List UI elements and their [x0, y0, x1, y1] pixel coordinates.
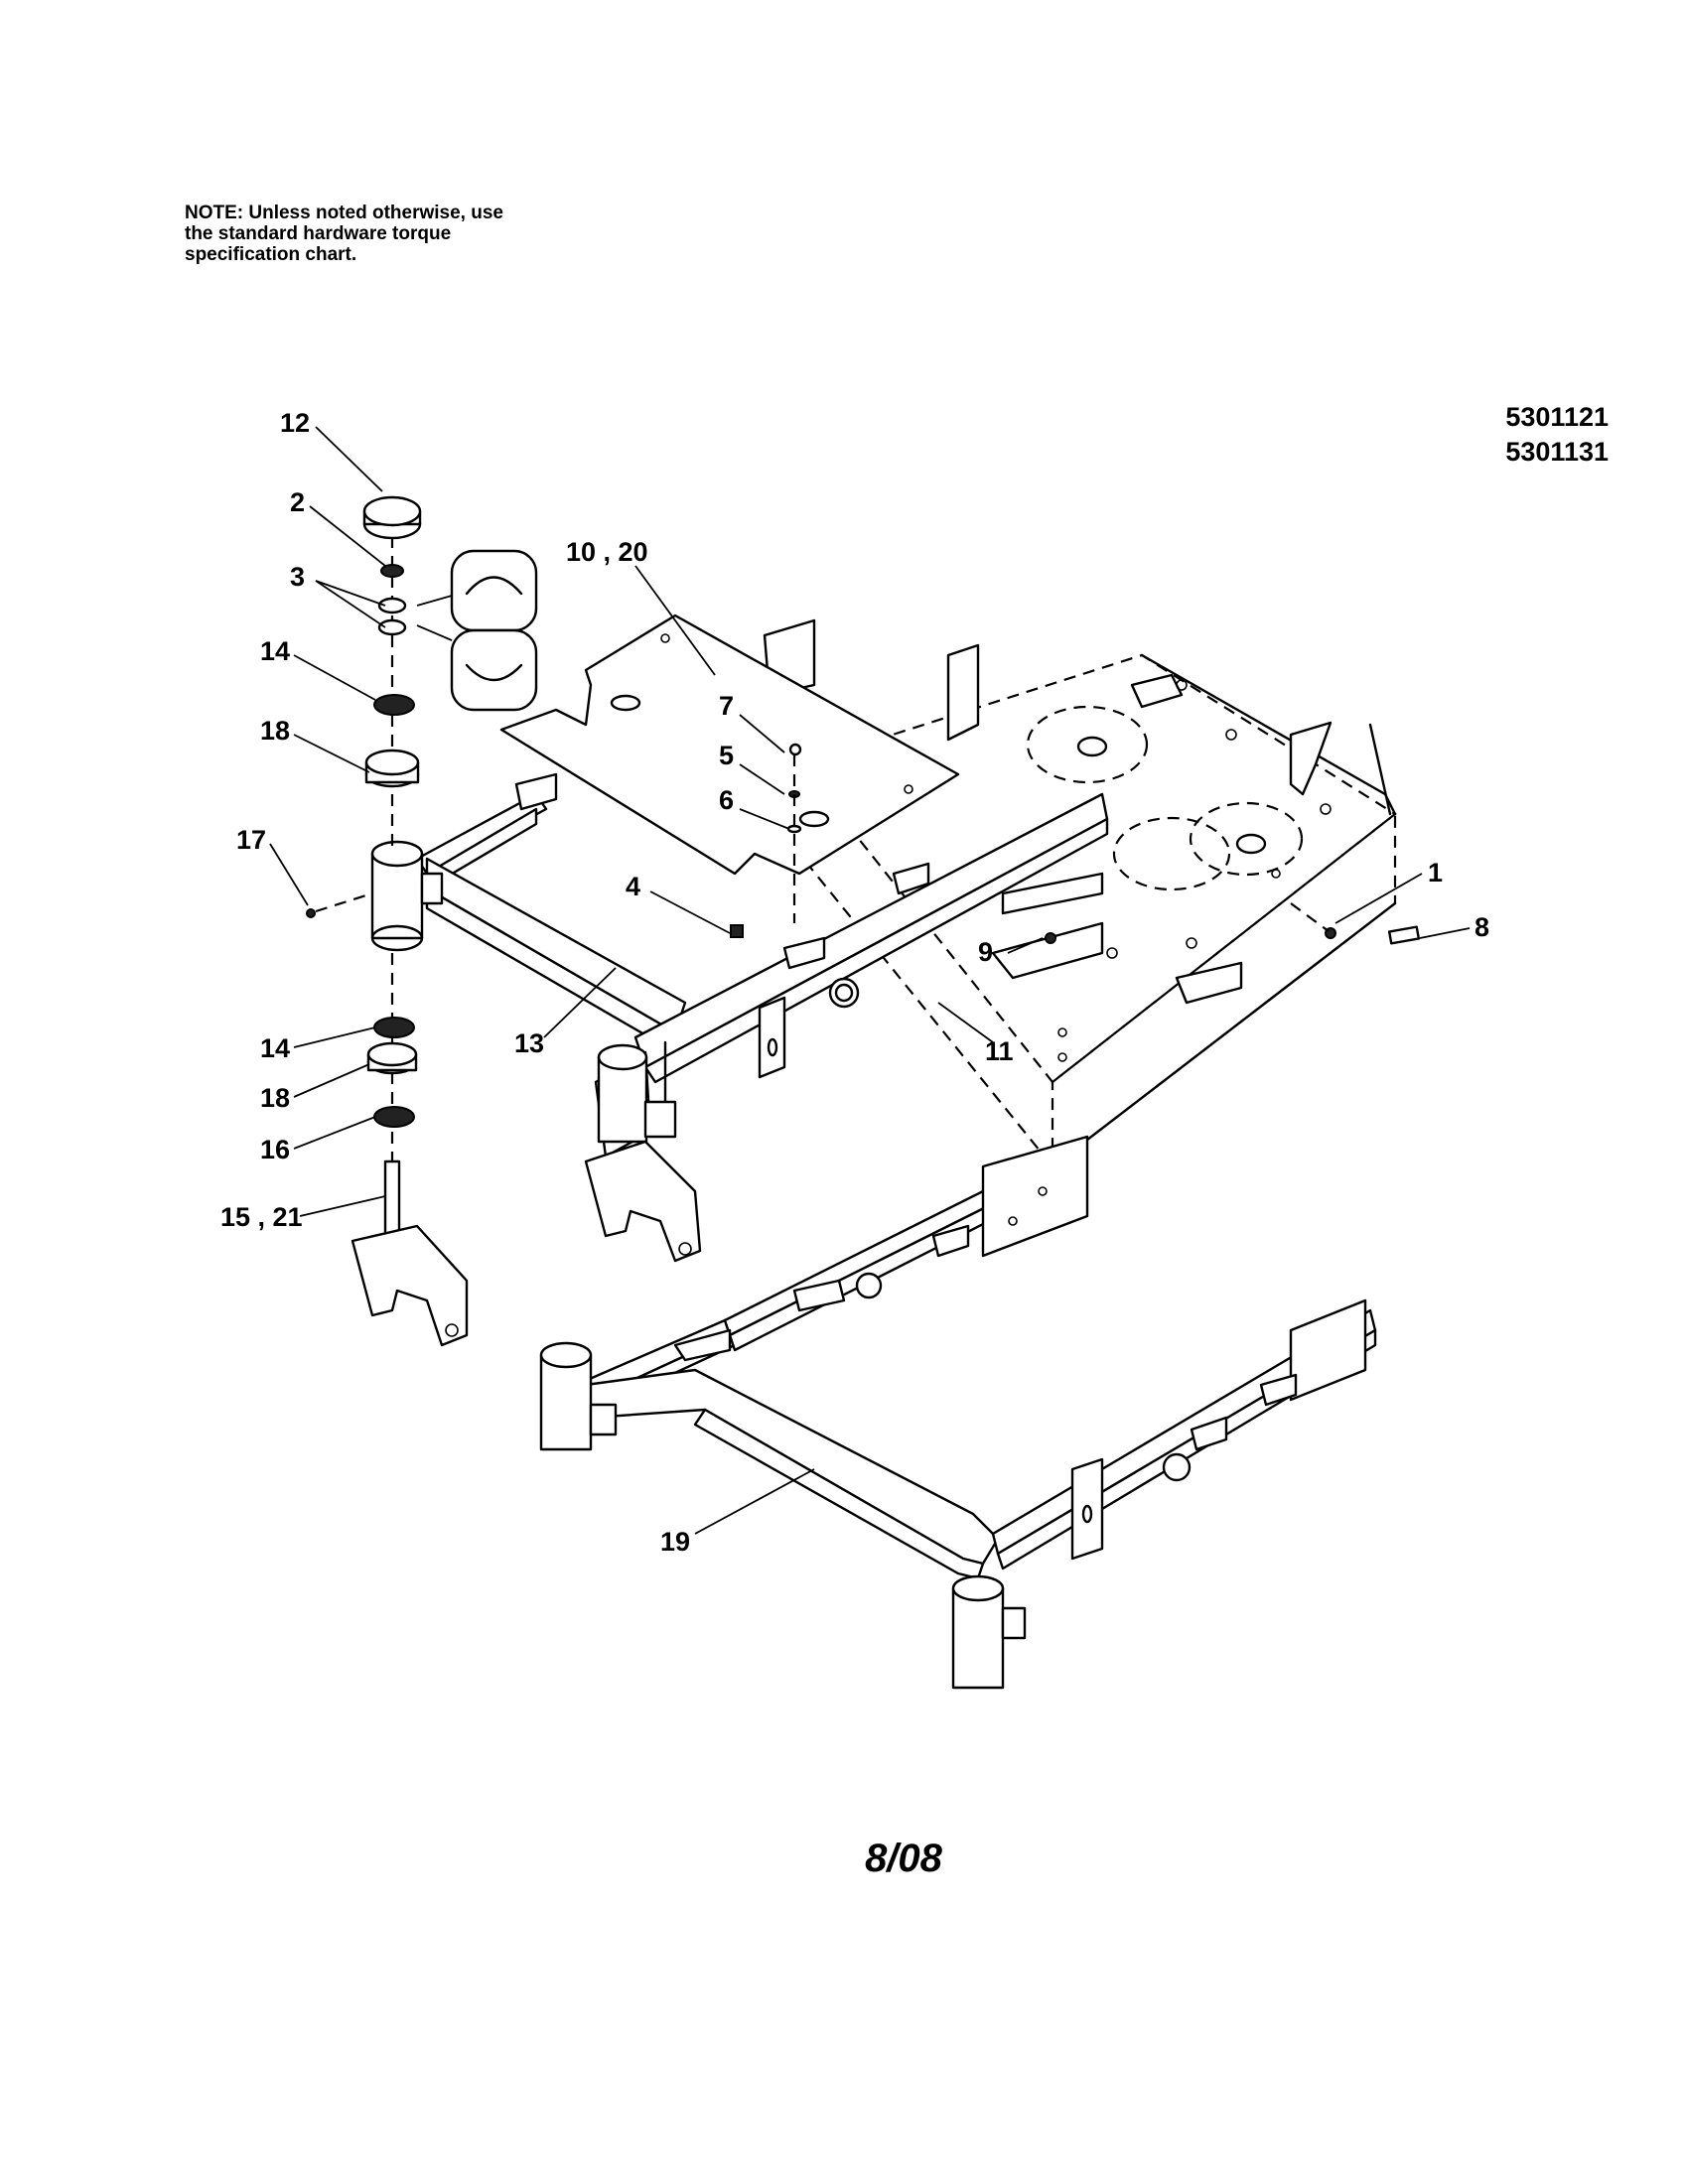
- callout-18-upper: 18: [260, 716, 290, 746]
- main-frame-chassis: [763, 618, 1397, 1169]
- date-code: 8/08: [865, 1837, 942, 1880]
- callout-13: 13: [514, 1028, 544, 1058]
- lower-axle-frame: [539, 1135, 1377, 1690]
- callout-2: 2: [290, 487, 305, 517]
- callout-1: 1: [1428, 858, 1443, 887]
- note-line-2: the standard hardware torque: [185, 223, 452, 244]
- front-axle-assembly: [415, 772, 1109, 1159]
- callout-14-upper: 14: [260, 636, 290, 666]
- callout-14-lower: 14: [260, 1033, 290, 1063]
- model-number-2: 5301131: [1505, 437, 1609, 467]
- callout-17: 17: [236, 825, 266, 855]
- callout-8: 8: [1474, 912, 1489, 942]
- spindle-tube-left: [370, 840, 444, 952]
- spindle-tube-right: [584, 1043, 702, 1263]
- torque-note: NOTE: Unless noted otherwise, use the st…: [185, 203, 602, 265]
- washer-detail-bubbles: [416, 549, 538, 712]
- callout-3: 3: [290, 562, 305, 592]
- seat-plate: [499, 614, 960, 876]
- model-number-1: 5301121: [1505, 402, 1609, 432]
- callout-11: 11: [985, 1036, 1014, 1066]
- callout-7: 7: [719, 691, 734, 721]
- note-line-1: NOTE: Unless noted otherwise, use: [185, 203, 503, 223]
- callout-leaders: [269, 426, 1471, 1535]
- callout-10-20: 10 , 20: [566, 537, 648, 567]
- callout-16: 16: [260, 1135, 290, 1164]
- spindle-hardware-stack: [306, 495, 469, 1347]
- note-line-3: specification chart.: [185, 244, 357, 265]
- callout-6: 6: [719, 785, 734, 815]
- callout-12: 12: [280, 408, 310, 438]
- callout-15-21: 15 , 21: [220, 1202, 303, 1232]
- callout-4: 4: [626, 872, 640, 901]
- callout-labels: 12 2 3 14 18 17 10 , 20 7 5 6 4 13 9 11 …: [220, 408, 1489, 1557]
- callout-9: 9: [978, 937, 993, 967]
- callout-19: 19: [660, 1527, 690, 1557]
- callout-5: 5: [719, 741, 734, 770]
- callout-18-lower: 18: [260, 1083, 290, 1113]
